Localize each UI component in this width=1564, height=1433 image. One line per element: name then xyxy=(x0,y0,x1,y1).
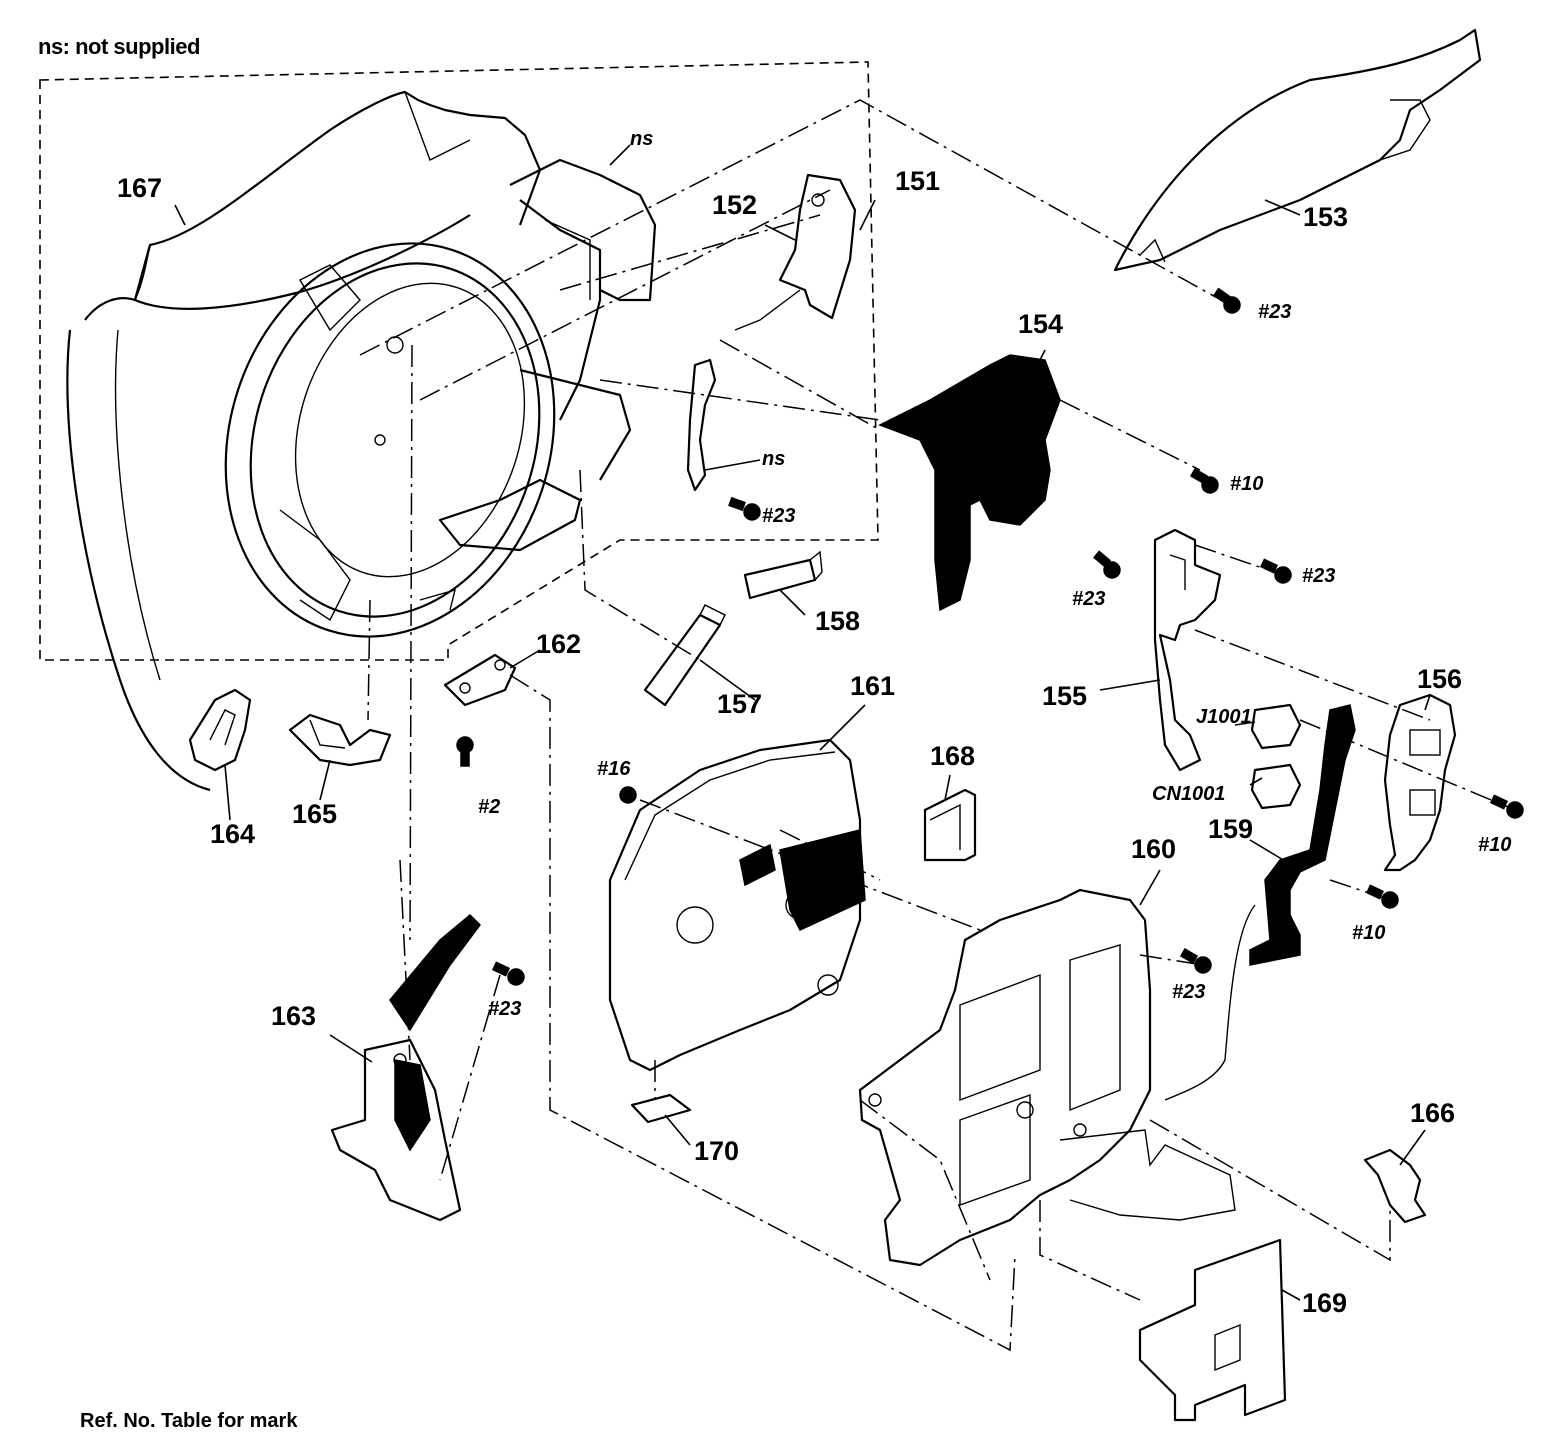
screw-label-23a: #23 xyxy=(1258,301,1291,323)
callout-161: 161 xyxy=(850,671,895,701)
callout-160: 160 xyxy=(1131,834,1176,864)
part-155-bracket xyxy=(1153,528,1222,772)
callout-158: 158 xyxy=(815,606,860,636)
ns-label-2: ns xyxy=(762,448,785,470)
part-164-strap-hook xyxy=(188,688,252,772)
callout-152: 152 xyxy=(712,190,757,220)
not-supplied-boundary xyxy=(39,61,879,661)
callout-labels: 167 152 151 153 154 155 156 157 158 159 … xyxy=(117,166,1462,1318)
callout-170: 170 xyxy=(694,1136,739,1166)
part-151-front-frame xyxy=(224,158,657,638)
part-159-flex-cable xyxy=(1249,704,1356,966)
ns-bracket xyxy=(686,358,717,492)
callout-165: 165 xyxy=(292,799,337,829)
callout-166: 166 xyxy=(1410,1098,1455,1128)
part-165-small-bracket xyxy=(288,713,392,767)
callout-163: 163 xyxy=(271,1001,316,1031)
callout-168: 168 xyxy=(930,741,975,771)
part-169-insulator-sheet xyxy=(1138,1238,1287,1422)
screw-label-23f: #23 xyxy=(488,998,521,1020)
part-162-plate xyxy=(443,653,517,707)
screw-label-10a: #10 xyxy=(1230,473,1263,495)
leader-lines xyxy=(174,144,1431,1301)
screw-label-10c: #10 xyxy=(1352,922,1385,944)
part-160-main-chassis xyxy=(858,888,1236,1267)
screw-label-23c: #23 xyxy=(1072,588,1105,610)
callout-159: 159 xyxy=(1208,814,1253,844)
callout-151: 151 xyxy=(895,166,940,196)
part-166-clip xyxy=(1363,1148,1427,1224)
screw-icons xyxy=(456,287,1524,986)
connector-pieces xyxy=(1250,703,1302,810)
callout-157: 157 xyxy=(717,689,762,719)
screw-label-23b: #23 xyxy=(762,505,795,527)
part-153-top-cover xyxy=(1113,28,1482,272)
part-170-sheet xyxy=(630,1093,692,1124)
screw-label-23d: #23 xyxy=(1302,565,1335,587)
part-156-jack-module xyxy=(1383,693,1457,872)
legend-note: ns: not supplied xyxy=(38,34,200,59)
part-152-mic-holder xyxy=(734,173,857,331)
screw-label-2: #2 xyxy=(478,796,500,818)
connector-label-cn1001: CN1001 xyxy=(1152,783,1225,805)
callout-162: 162 xyxy=(536,629,581,659)
part-158-block xyxy=(743,550,823,600)
ns-label-1: ns xyxy=(630,128,653,150)
part-168-pad xyxy=(923,788,977,862)
assembly-guide-lines xyxy=(359,99,1516,1352)
callout-169: 169 xyxy=(1302,1288,1347,1318)
callout-156: 156 xyxy=(1417,664,1462,694)
part-154-motor-block xyxy=(878,354,1061,612)
part-161-mechanism-deck xyxy=(608,738,866,1072)
callout-153: 153 xyxy=(1303,202,1348,232)
screw-label-10b: #10 xyxy=(1478,834,1511,856)
screw-label-16: #16 xyxy=(597,758,631,780)
callout-155: 155 xyxy=(1042,681,1087,711)
footer-note: Ref. No. Table for mark xyxy=(80,1410,298,1432)
callout-154: 154 xyxy=(1018,309,1063,339)
callout-164: 164 xyxy=(210,819,255,849)
callout-167: 167 xyxy=(117,173,162,203)
screw-label-23e: #23 xyxy=(1172,981,1205,1003)
screw-labels: #23 #23 #23 #23 #23 #23 #10 #10 #10 #16 … xyxy=(478,128,1511,1020)
connector-label-j1001: J1001 xyxy=(1196,706,1252,728)
part-163-lever-assembly xyxy=(330,913,481,1222)
part-157-block xyxy=(643,604,726,707)
